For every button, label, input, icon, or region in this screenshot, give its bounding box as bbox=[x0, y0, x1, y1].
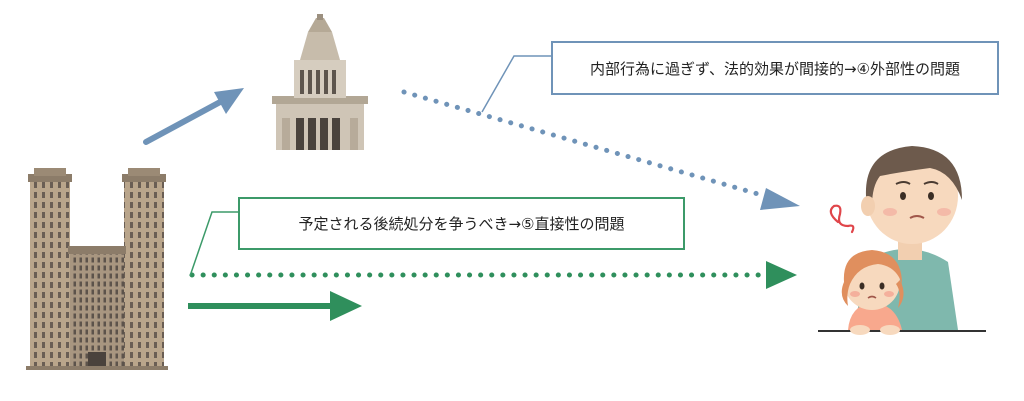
worry-mark-icon bbox=[829, 204, 855, 234]
parliament-building-icon bbox=[272, 14, 368, 150]
green-callout-leader bbox=[189, 211, 238, 277]
directness-issue-callout: 予定される後続処分を争うべき→⑤直接性の問題 bbox=[238, 197, 685, 250]
blue-callout-leader bbox=[481, 55, 551, 113]
government-building-icon bbox=[26, 168, 168, 370]
green-dotted-arrow bbox=[189, 261, 797, 289]
blue-dotted-arrow bbox=[401, 89, 800, 210]
worried-parent-child-icon bbox=[818, 146, 986, 335]
green-solid-arrow bbox=[188, 291, 362, 321]
external-issue-callout: 内部行為に過ぎず、法的効果が間接的→④外部性の問題 bbox=[551, 41, 999, 95]
blue-solid-arrow bbox=[143, 88, 244, 145]
directness-issue-text: 予定される後続処分を争うべき→⑤直接性の問題 bbox=[298, 215, 625, 233]
external-issue-text: 内部行為に過ぎず、法的効果が間接的→④外部性の問題 bbox=[590, 59, 960, 78]
